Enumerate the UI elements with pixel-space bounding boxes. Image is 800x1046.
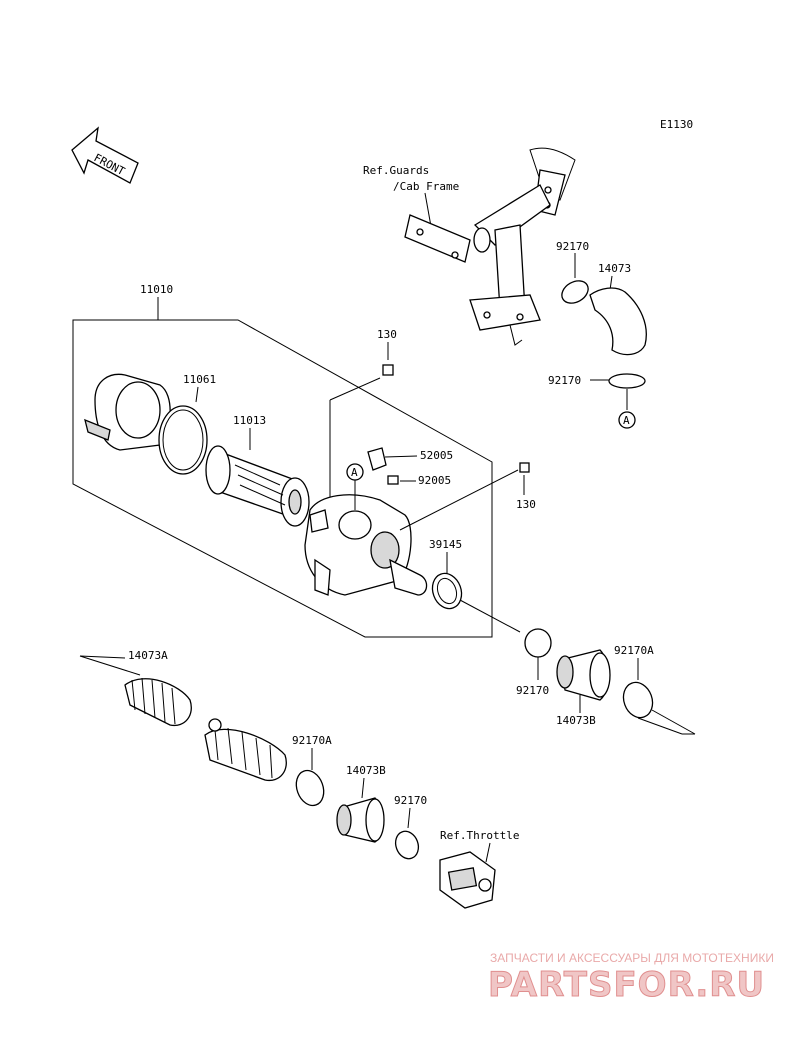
intake-hose-14073 bbox=[589, 287, 647, 356]
part-92170-lower: 92170 bbox=[394, 794, 427, 807]
ref-throttle-label: Ref.Throttle bbox=[440, 829, 519, 842]
drain-plug-52005 bbox=[367, 447, 387, 471]
gasket-11061 bbox=[158, 405, 208, 475]
part-14073: 14073 bbox=[598, 262, 631, 275]
hose-clamp-92170-mid bbox=[524, 628, 552, 658]
watermark-brand: PARTSFOR.RU bbox=[488, 965, 765, 1005]
part-92170-upper2: 92170 bbox=[548, 374, 581, 387]
throttle-body bbox=[439, 851, 496, 909]
hose-clamp-92170a-right bbox=[622, 681, 654, 719]
cab-frame-bracket bbox=[404, 147, 576, 346]
fitting-92005 bbox=[387, 475, 399, 485]
ref-cab-frame-label: /Cab Frame bbox=[393, 180, 459, 193]
part-92170a-right: 92170A bbox=[614, 644, 654, 657]
corrugated-hose-14073a bbox=[124, 677, 287, 782]
part-14073b-right: 14073B bbox=[556, 714, 596, 727]
bolt-130-top bbox=[382, 364, 394, 376]
part-130-right: 130 bbox=[516, 498, 536, 511]
part-92170-upper: 92170 bbox=[556, 240, 589, 253]
part-11013: 11013 bbox=[233, 414, 266, 427]
part-39145: 39145 bbox=[429, 538, 462, 551]
part-92170a-lower: 92170A bbox=[292, 734, 332, 747]
part-52005: 52005 bbox=[420, 449, 453, 462]
air-filter-element-11013 bbox=[205, 445, 310, 527]
hose-clamp-92170-lower bbox=[394, 830, 420, 860]
part-92170-mid: 92170 bbox=[516, 684, 549, 697]
part-14073a: 14073A bbox=[128, 649, 168, 662]
air-box-housing bbox=[304, 494, 428, 596]
part-11010: 11010 bbox=[140, 283, 173, 296]
diagram-code: E1130 bbox=[660, 118, 693, 131]
part-130-top: 130 bbox=[377, 328, 397, 341]
front-arrow-icon: FRONT bbox=[71, 126, 139, 184]
callout-a-mid-label: A bbox=[351, 466, 358, 479]
part-92005: 92005 bbox=[418, 474, 451, 487]
hose-clamp-92170-upper2 bbox=[608, 373, 646, 389]
ref-guards-label: Ref.Guards bbox=[363, 164, 429, 177]
callout-a-upper bbox=[618, 411, 636, 429]
part-11061: 11061 bbox=[183, 373, 216, 386]
watermark-tagline: ЗАПЧАСТИ И АКСЕССУАРЫ ДЛЯ МОТОТЕХНИКИ bbox=[490, 951, 774, 965]
callout-a-upper-label: A bbox=[623, 414, 630, 427]
seal-39145 bbox=[431, 572, 463, 610]
part-14073b-lower: 14073B bbox=[346, 764, 386, 777]
boot-14073b-lower bbox=[336, 797, 385, 843]
assembly-11010-outline bbox=[72, 319, 493, 638]
hose-clamp-92170a-lower bbox=[295, 769, 325, 807]
air-cleaner-cover bbox=[84, 373, 171, 451]
hose-clamp-92170-upper bbox=[561, 280, 589, 304]
bolt-130-right bbox=[519, 462, 530, 473]
boot-14073b-right bbox=[556, 649, 611, 701]
